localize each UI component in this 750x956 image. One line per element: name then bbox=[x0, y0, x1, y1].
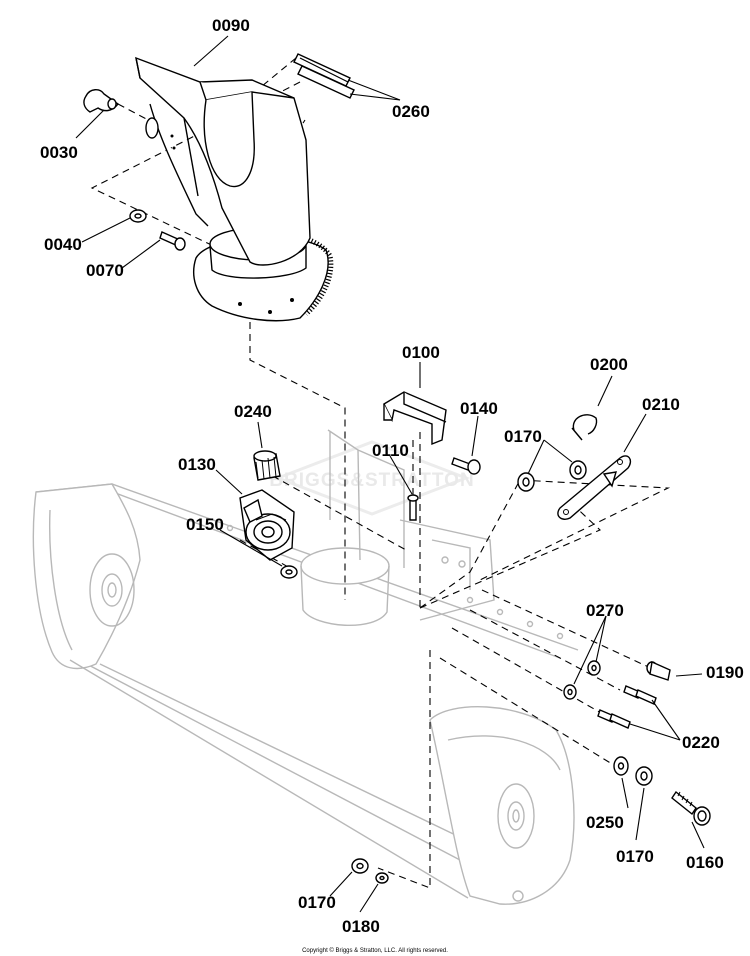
callout-0190: 0190 bbox=[706, 663, 744, 682]
part-0040-washer bbox=[129, 209, 147, 223]
callout-0200: 0200 bbox=[590, 355, 628, 374]
callout-0160: 0160 bbox=[686, 853, 724, 872]
part-0190-shoulder-bolt bbox=[646, 660, 671, 681]
part-0250-washer bbox=[613, 756, 629, 776]
callout-0070: 0070 bbox=[86, 261, 124, 280]
callout-0170-upper: 0170 bbox=[504, 427, 542, 446]
part-0240-gear bbox=[253, 450, 281, 481]
watermark-text: BRIGGS&STRATTON bbox=[269, 470, 474, 491]
part-0170-nut-upper-right bbox=[569, 460, 587, 480]
callout-0220: 0220 bbox=[682, 733, 720, 752]
part-0110-bolt bbox=[407, 494, 419, 521]
part-0030-knob bbox=[83, 89, 119, 113]
callout-0210: 0210 bbox=[642, 395, 680, 414]
part-0210-link bbox=[557, 455, 632, 520]
callout-0180: 0180 bbox=[342, 917, 380, 936]
callout-0140: 0140 bbox=[460, 399, 498, 418]
part-0160-eye-bolt bbox=[671, 790, 711, 826]
assembly-lines bbox=[90, 57, 671, 889]
callout-0150: 0150 bbox=[186, 515, 224, 534]
part-0140-bolt bbox=[451, 457, 481, 475]
part-0170-nut-bottom bbox=[351, 858, 369, 874]
part-0220-bolt-upper bbox=[623, 685, 657, 705]
watermark-logo: BRIGGS&STRATTON bbox=[269, 440, 474, 516]
part-0090-discharge-chute bbox=[135, 56, 334, 322]
callout-0170-bottom: 0170 bbox=[298, 893, 336, 912]
leader-lines bbox=[75, 35, 705, 913]
part-0270-washer-upper bbox=[587, 660, 601, 676]
callout-labels: 0090 0260 0030 0040 0070 0100 0200 0240 … bbox=[40, 16, 744, 936]
callout-0250: 0250 bbox=[586, 813, 624, 832]
callout-0170-lower-right: 0170 bbox=[616, 847, 654, 866]
callout-0240: 0240 bbox=[234, 402, 272, 421]
callout-0110: 0110 bbox=[372, 441, 409, 460]
part-0170-nut-lower-right bbox=[635, 766, 653, 786]
part-0220-bolt-lower bbox=[597, 709, 631, 729]
callout-0130: 0130 bbox=[178, 455, 216, 474]
copyright-notice: Copyright © Briggs & Stratton, LLC. All … bbox=[302, 947, 448, 954]
part-0200-clip bbox=[571, 414, 598, 441]
part-0170-nut-upper-left bbox=[517, 472, 535, 492]
part-0180-washer bbox=[375, 872, 389, 884]
callout-0260: 0260 bbox=[392, 102, 430, 121]
part-0260-decals bbox=[293, 53, 355, 99]
part-0100-cover bbox=[383, 391, 447, 446]
part-0070-bolt bbox=[159, 231, 186, 251]
part-0130-motor bbox=[239, 489, 295, 561]
callout-0100: 0100 bbox=[402, 343, 440, 362]
auger-housing bbox=[32, 429, 579, 905]
part-0270-washer-lower bbox=[563, 684, 577, 700]
callout-0090: 0090 bbox=[212, 16, 250, 35]
callout-0270: 0270 bbox=[586, 601, 624, 620]
callout-0030: 0030 bbox=[40, 143, 78, 162]
callout-0040: 0040 bbox=[44, 235, 82, 254]
part-0150-nut bbox=[280, 565, 298, 579]
